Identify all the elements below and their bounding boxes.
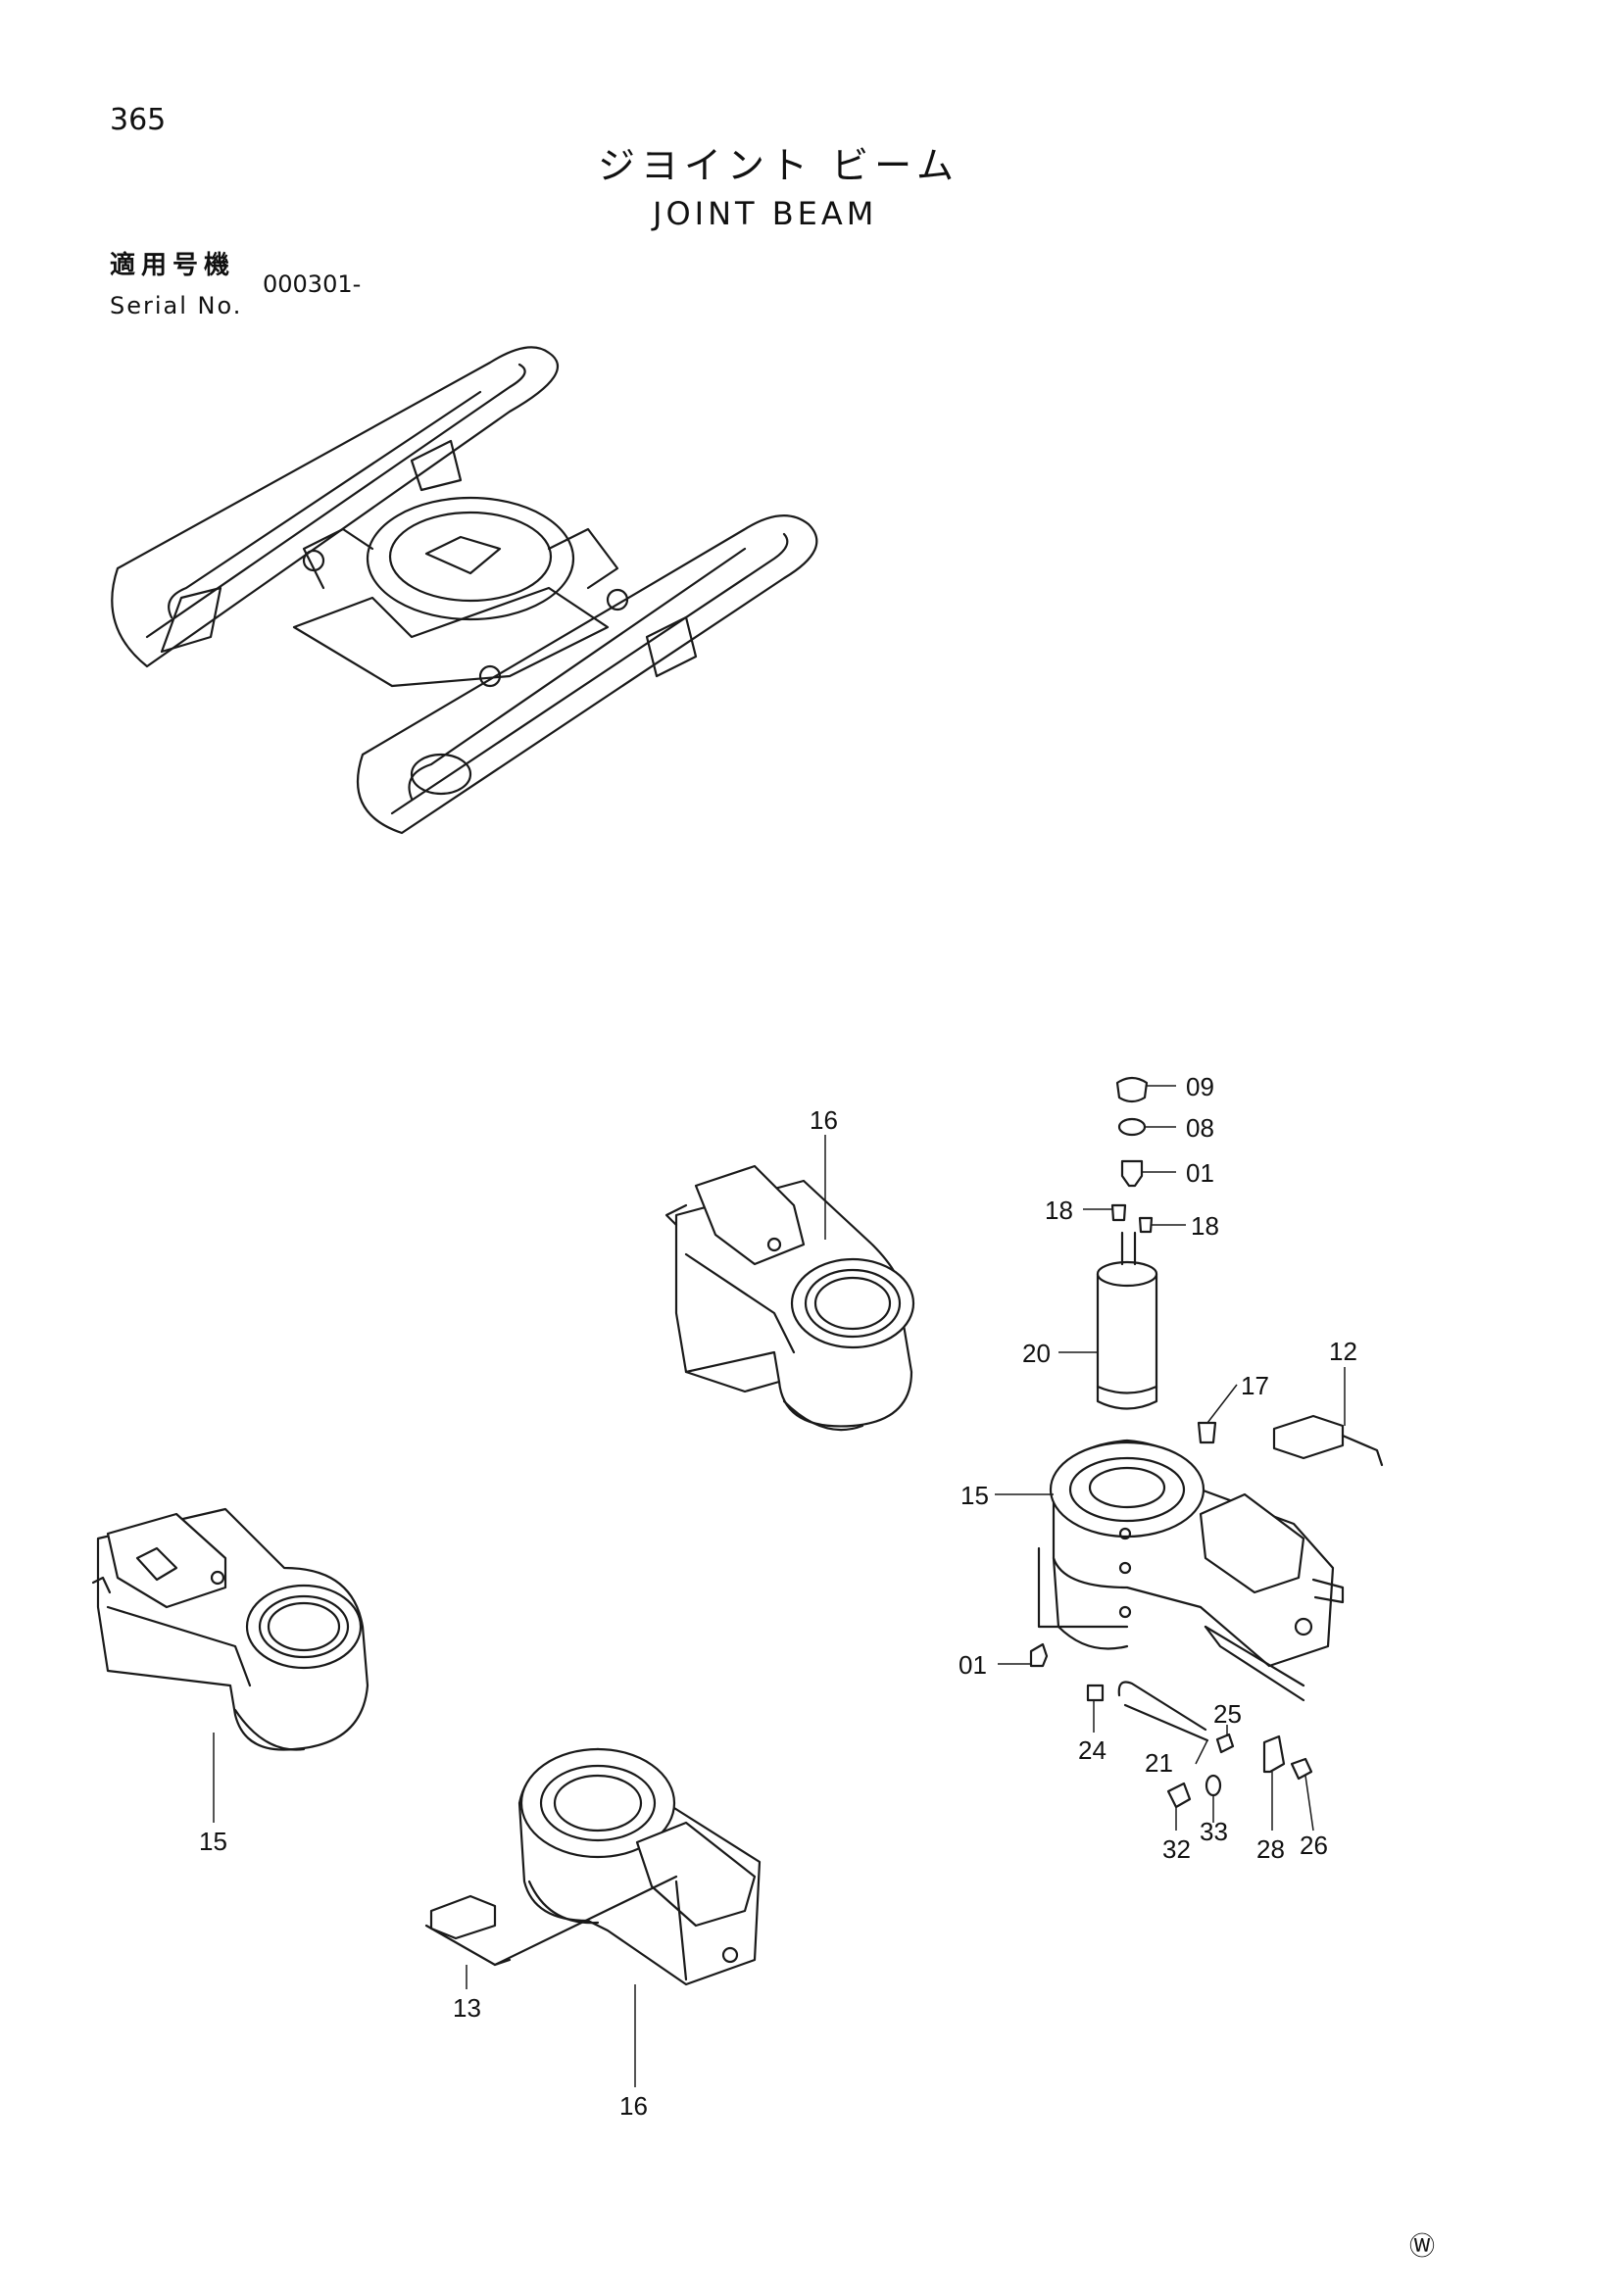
leader-lines	[213, 1085, 1346, 2087]
callout-16-lower: 16	[619, 2091, 648, 2121]
callout-32: 32	[1162, 1834, 1191, 1864]
callout-09: 09	[1186, 1072, 1214, 1101]
callout-17: 17	[1241, 1371, 1269, 1400]
callout-20: 20	[1022, 1339, 1051, 1368]
callout-24: 24	[1078, 1735, 1107, 1765]
callout-28: 28	[1256, 1834, 1285, 1864]
callout-01-upper: 01	[1186, 1158, 1214, 1188]
callout-33: 33	[1200, 1817, 1228, 1846]
callout-15-left: 15	[199, 1827, 227, 1856]
joint-beam-assembly-exploded	[1029, 1076, 1384, 1809]
serial-label-english: Serial No.	[110, 292, 243, 319]
callout-25: 25	[1213, 1699, 1242, 1729]
serial-number-value: 000301-	[263, 270, 362, 298]
manufacturer-mark: Ⓦ	[1409, 2232, 1436, 2262]
joint-beam-16-upper	[664, 1164, 915, 1432]
title-japanese: ジヨイント ビーム	[598, 144, 959, 187]
page-number: 365	[110, 103, 167, 137]
joint-beam-16-lower	[424, 1747, 762, 1986]
callout-16-upper: 16	[810, 1105, 838, 1135]
callout-labels: 16 15 13 16 09 08 01 18 18 20 17 12 15 0…	[199, 1072, 1357, 2121]
callout-01-lower: 01	[959, 1650, 987, 1680]
serial-label-japanese: 適用号機	[110, 251, 236, 280]
joint-beam-15-left	[91, 1507, 369, 1751]
undercarriage-overview-drawing	[111, 346, 818, 835]
callout-13: 13	[453, 1993, 481, 2023]
callout-18-left: 18	[1045, 1196, 1073, 1225]
callout-15-right: 15	[960, 1481, 989, 1510]
callout-08: 08	[1186, 1113, 1214, 1143]
callout-12: 12	[1329, 1337, 1357, 1366]
title-english: JOINT BEAM	[653, 195, 878, 232]
callout-26: 26	[1300, 1831, 1328, 1860]
callout-21: 21	[1145, 1748, 1173, 1778]
callout-18-right: 18	[1191, 1211, 1219, 1241]
